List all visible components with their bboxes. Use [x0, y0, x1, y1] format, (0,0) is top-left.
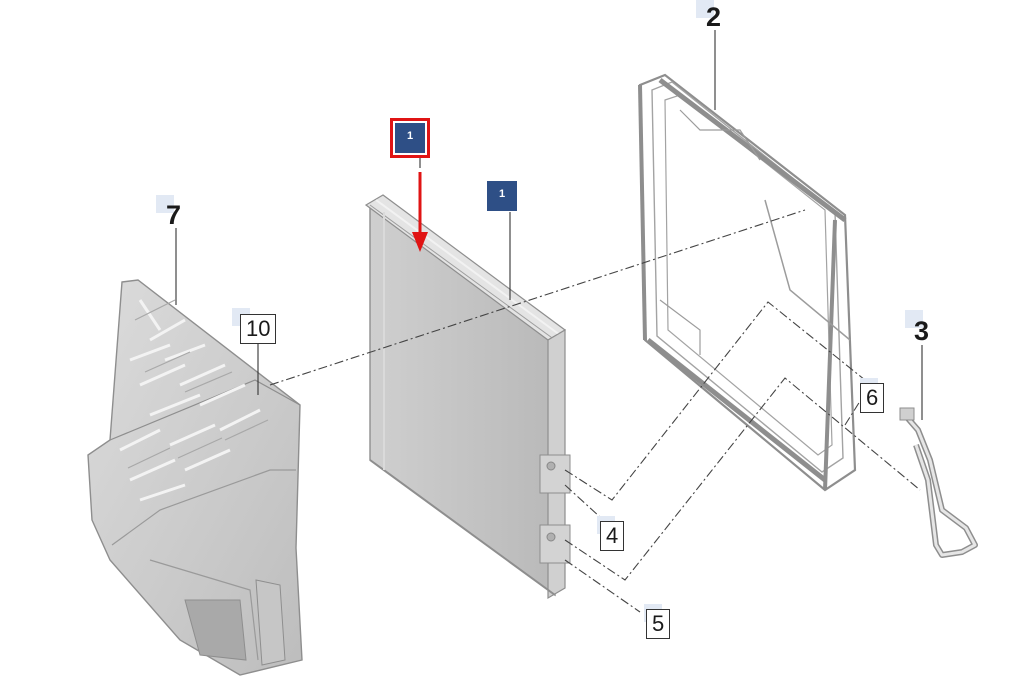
part-badge[interactable]: 1	[487, 181, 517, 211]
callout-2: 2	[706, 2, 722, 32]
callout-7: 7	[166, 200, 182, 230]
air-duct-part	[87, 279, 303, 676]
callout-tag	[696, 0, 714, 18]
callout-tag	[905, 310, 923, 328]
direction-arrow	[412, 172, 428, 252]
frame-part	[638, 73, 857, 492]
pipe-part	[899, 407, 978, 558]
callout-5: 5	[646, 609, 671, 639]
callout-4: 4	[600, 521, 625, 551]
condenser-part	[364, 194, 571, 600]
callout-3: 3	[914, 316, 930, 346]
part-badge-highlighted[interactable]: 1	[390, 118, 430, 158]
callout-10: 10	[240, 314, 277, 344]
callout-6: 6	[860, 383, 885, 413]
callout-tag	[156, 195, 174, 213]
leader-lines	[175, 30, 923, 420]
